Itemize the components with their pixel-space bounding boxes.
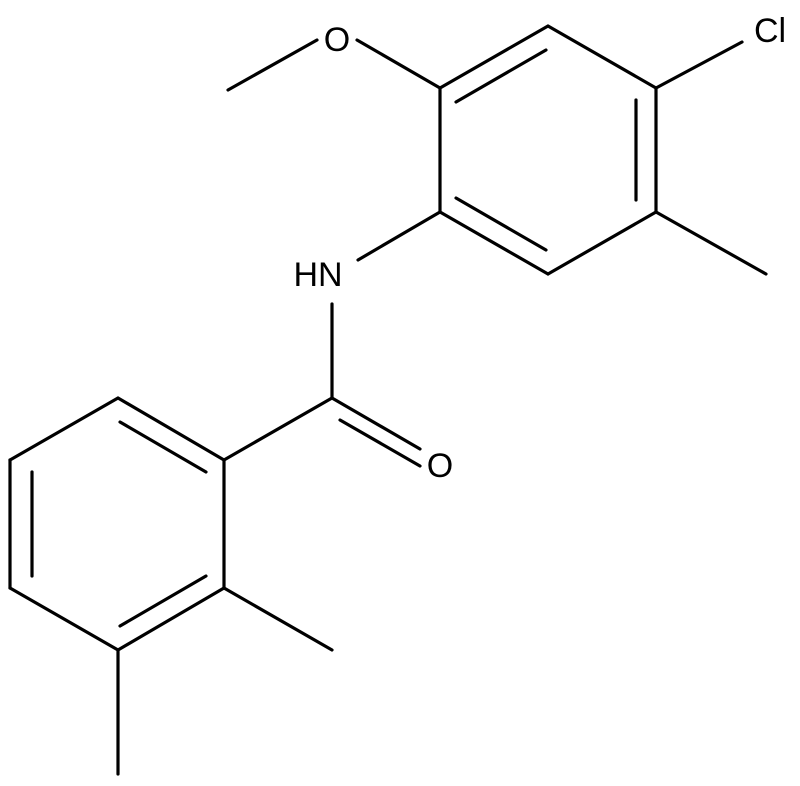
bond-ring-to-methoxy-o <box>355 38 442 90</box>
bond-carbonyl-double-outer <box>330 396 422 451</box>
bond-ring-b-4 <box>8 586 120 652</box>
bond-ring-b-2 <box>8 396 120 462</box>
bond-ring-a-4 <box>546 210 658 276</box>
lower-aromatic-ring <box>8 396 226 652</box>
methoxy-oxygen-label: O <box>324 21 350 59</box>
bond-ring-a-1-inner <box>454 48 548 104</box>
bond-ring-to-methyl <box>654 210 768 276</box>
bond-methoxy-o-to-methyl <box>226 38 319 92</box>
bond-ring-b-1-inner <box>118 420 208 474</box>
bond-ring-b-5-inner <box>118 574 208 628</box>
bond-carbonyl-c-to-ring <box>222 396 334 462</box>
bond-ring-b-1 <box>116 396 226 462</box>
bond-ring-a-5 <box>438 210 550 276</box>
chlorine-label: Cl <box>754 12 786 50</box>
bond-ring-to-methyl-2 <box>222 586 334 652</box>
carbonyl-oxygen-label: O <box>427 447 453 485</box>
bond-ring-to-chloro <box>654 40 744 90</box>
bond-ring-b-5 <box>116 586 226 652</box>
bond-ring-a-2 <box>546 24 658 90</box>
amide-nh-label: HN <box>293 256 342 294</box>
bond-ring-to-nh <box>356 210 442 262</box>
bond-ring-a-1 <box>438 24 550 90</box>
bond-ring-a-5-inner <box>454 196 548 252</box>
bond-carbonyl-double-inner <box>338 418 422 468</box>
upper-aromatic-ring <box>438 24 658 276</box>
